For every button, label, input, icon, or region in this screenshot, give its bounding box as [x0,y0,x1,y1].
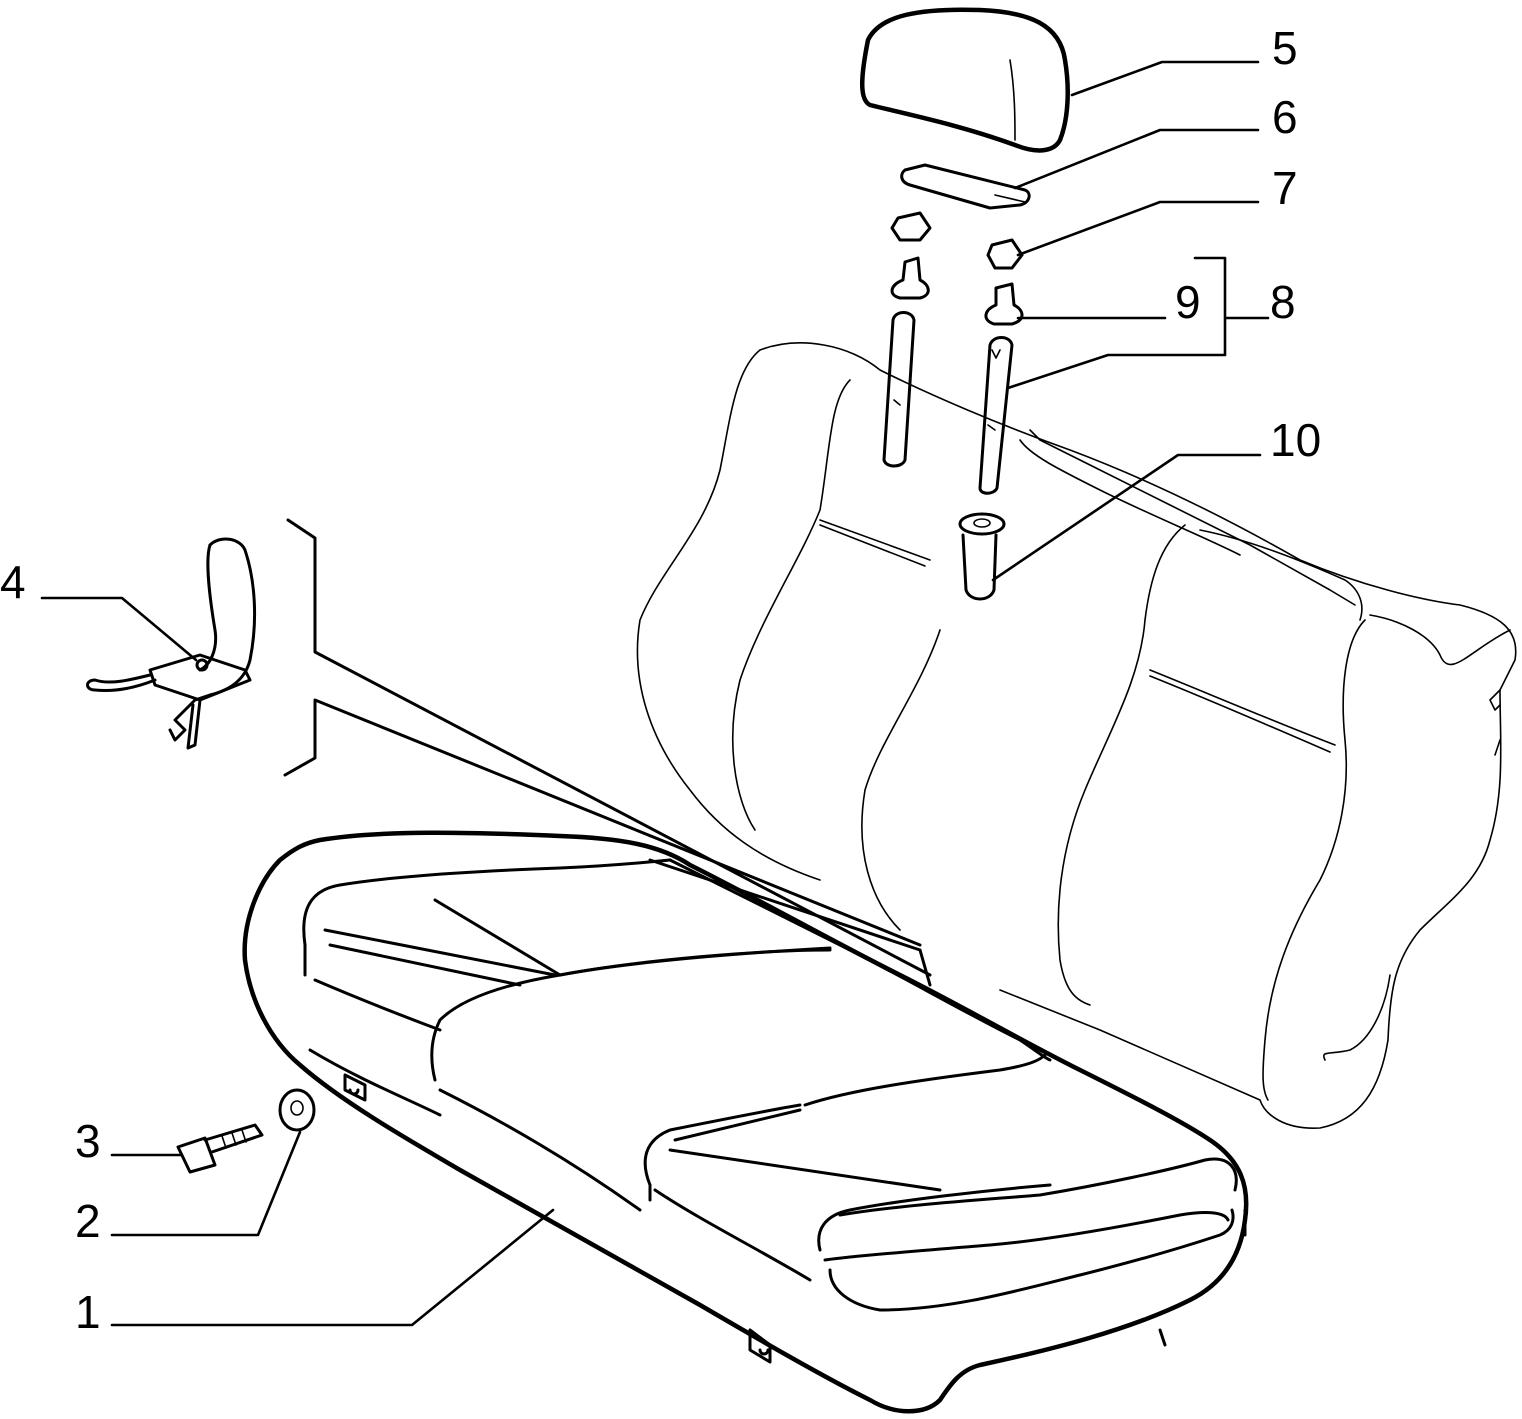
headrest-part [860,7,1070,153]
callout-4: 4 [0,556,26,608]
leader-lines [40,60,1270,1327]
seat-cushion [242,830,1249,1414]
hinge-bracket-part [86,537,257,750]
callout-2: 2 [75,1195,101,1247]
callout-3: 3 [75,1115,101,1167]
callout-1: 1 [75,1286,101,1338]
inset-bracket [283,518,932,977]
clip-part [900,163,1031,210]
callout-9: 9 [1175,276,1201,328]
callout-7: 7 [1272,162,1298,214]
callout-8: 8 [1270,276,1296,328]
callout-10: 10 [1270,414,1321,466]
bolt-part [176,1123,264,1174]
callout-6: 6 [1272,91,1298,143]
callout-labels: 5 6 7 9 8 10 4 3 2 1 [0,22,1321,1338]
seat-backrest [636,342,1517,1129]
sleeve-part [958,512,1006,601]
guide-cap-part [890,211,1024,270]
bushing-part [890,256,1024,326]
callout-5: 5 [1272,22,1298,74]
guide-tube-part [882,311,1014,495]
washer-part [278,1088,316,1132]
